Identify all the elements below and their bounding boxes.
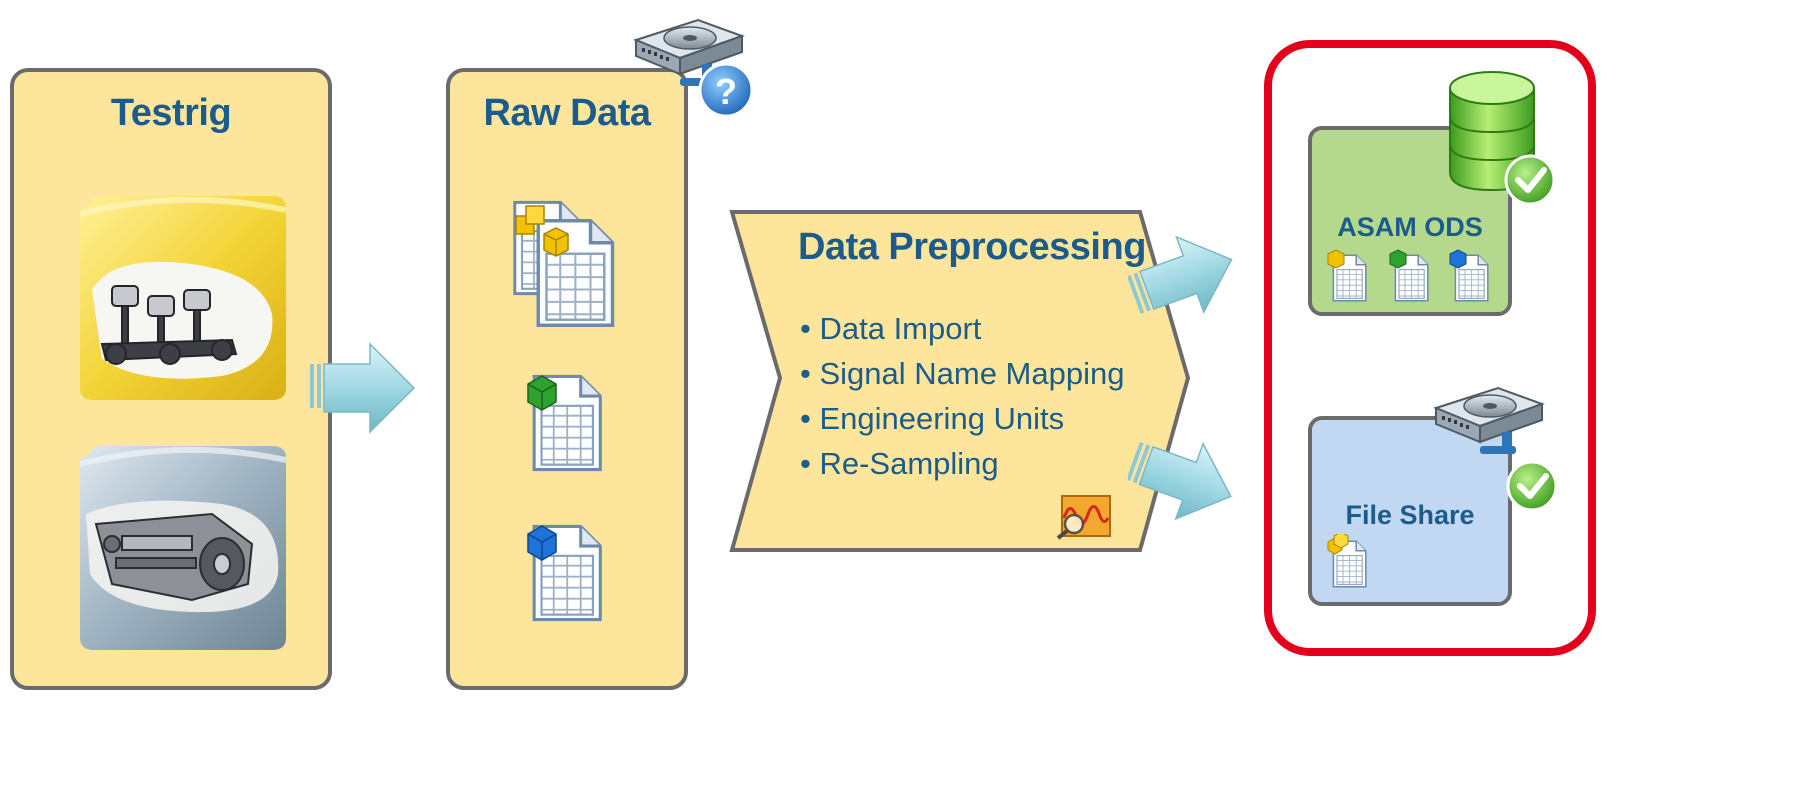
raw-data-panel: Raw Data (446, 68, 688, 690)
preprocessing-steps: Data Import Signal Name Mapping Engineer… (800, 306, 1124, 486)
yellow-data-file-icon (1327, 249, 1367, 302)
step-engineering-units: Engineering Units (800, 396, 1124, 441)
flow-arrow-testrig-to-raw (310, 342, 416, 434)
testrig-panel: Testrig (10, 68, 332, 690)
file-share-panel: File Share (1308, 416, 1512, 606)
storage-highlight-frame (1264, 40, 1596, 656)
database-check-icon (1449, 71, 1556, 206)
file-share-title: File Share (1345, 500, 1475, 530)
engine-cube (79, 196, 287, 400)
gearbox-icon (94, 512, 254, 602)
step-data-import: Data Import (800, 306, 1124, 351)
blue-data-file-icon (1449, 249, 1489, 302)
asam-ods-panel: ASAM ODS (1308, 126, 1512, 316)
step-re-sampling: Re-Sampling (800, 441, 1124, 486)
yellow-data-file-icon (513, 200, 615, 327)
green-data-file-icon (527, 374, 602, 472)
svg-text:?: ? (715, 71, 737, 112)
asam-ods-title: ASAM ODS (1337, 212, 1483, 242)
raw-data-title: Raw Data (483, 92, 651, 134)
green-data-file-icon (1389, 249, 1429, 302)
transmission-cube (79, 446, 287, 650)
preprocessing-title: Data Preprocessing (798, 226, 1146, 268)
step-signal-name-mapping: Signal Name Mapping (800, 351, 1124, 396)
signal-analysis-icon (1056, 495, 1111, 540)
engine-pistons-icon (100, 285, 238, 365)
flow-arrow-to-fileshare (1128, 441, 1232, 521)
hard-drive-check-icon (1434, 386, 1558, 512)
testrig-title: Testrig (110, 92, 232, 134)
hard-drive-question-icon: ? (635, 19, 754, 118)
blue-data-file-icon (527, 524, 602, 622)
yellow-data-file-icon (1327, 534, 1367, 588)
flow-arrow-to-asam (1128, 235, 1233, 315)
